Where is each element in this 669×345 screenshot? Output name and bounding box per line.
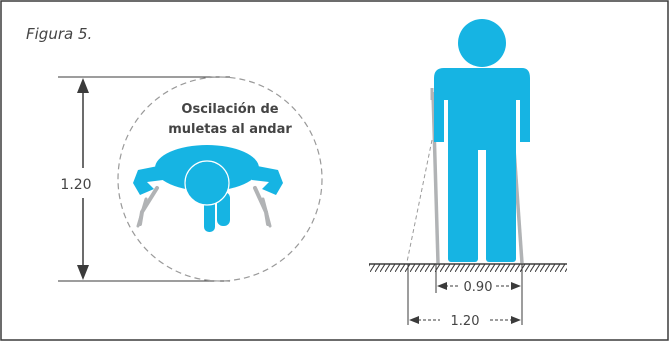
swing-label-line2: muletas al andar [168, 122, 292, 137]
swing-label-line1: Oscilación de [181, 102, 278, 117]
arrow-right-icon [511, 316, 521, 324]
outer-width-dimension-label: 1.20 [451, 314, 480, 329]
front-view: 0.90 1.20 [369, 19, 567, 329]
person-top-view-icon [133, 145, 283, 232]
arrow-right-icon [511, 282, 521, 290]
arrow-up-icon [77, 78, 89, 93]
top-view: 1.20 Oscilación de muletas al andar [58, 76, 323, 282]
arrow-down-icon [77, 265, 89, 280]
arrow-left-icon [409, 316, 419, 324]
person-front-view-icon [406, 19, 530, 264]
figure-caption: Figura 5. [26, 25, 92, 43]
inner-width-dimension-label: 0.90 [464, 280, 493, 295]
arrow-left-icon [437, 282, 447, 290]
height-dimension-label: 1.20 [60, 177, 91, 193]
crutch-swing-circle [117, 76, 323, 282]
ground-hatch [369, 264, 567, 272]
